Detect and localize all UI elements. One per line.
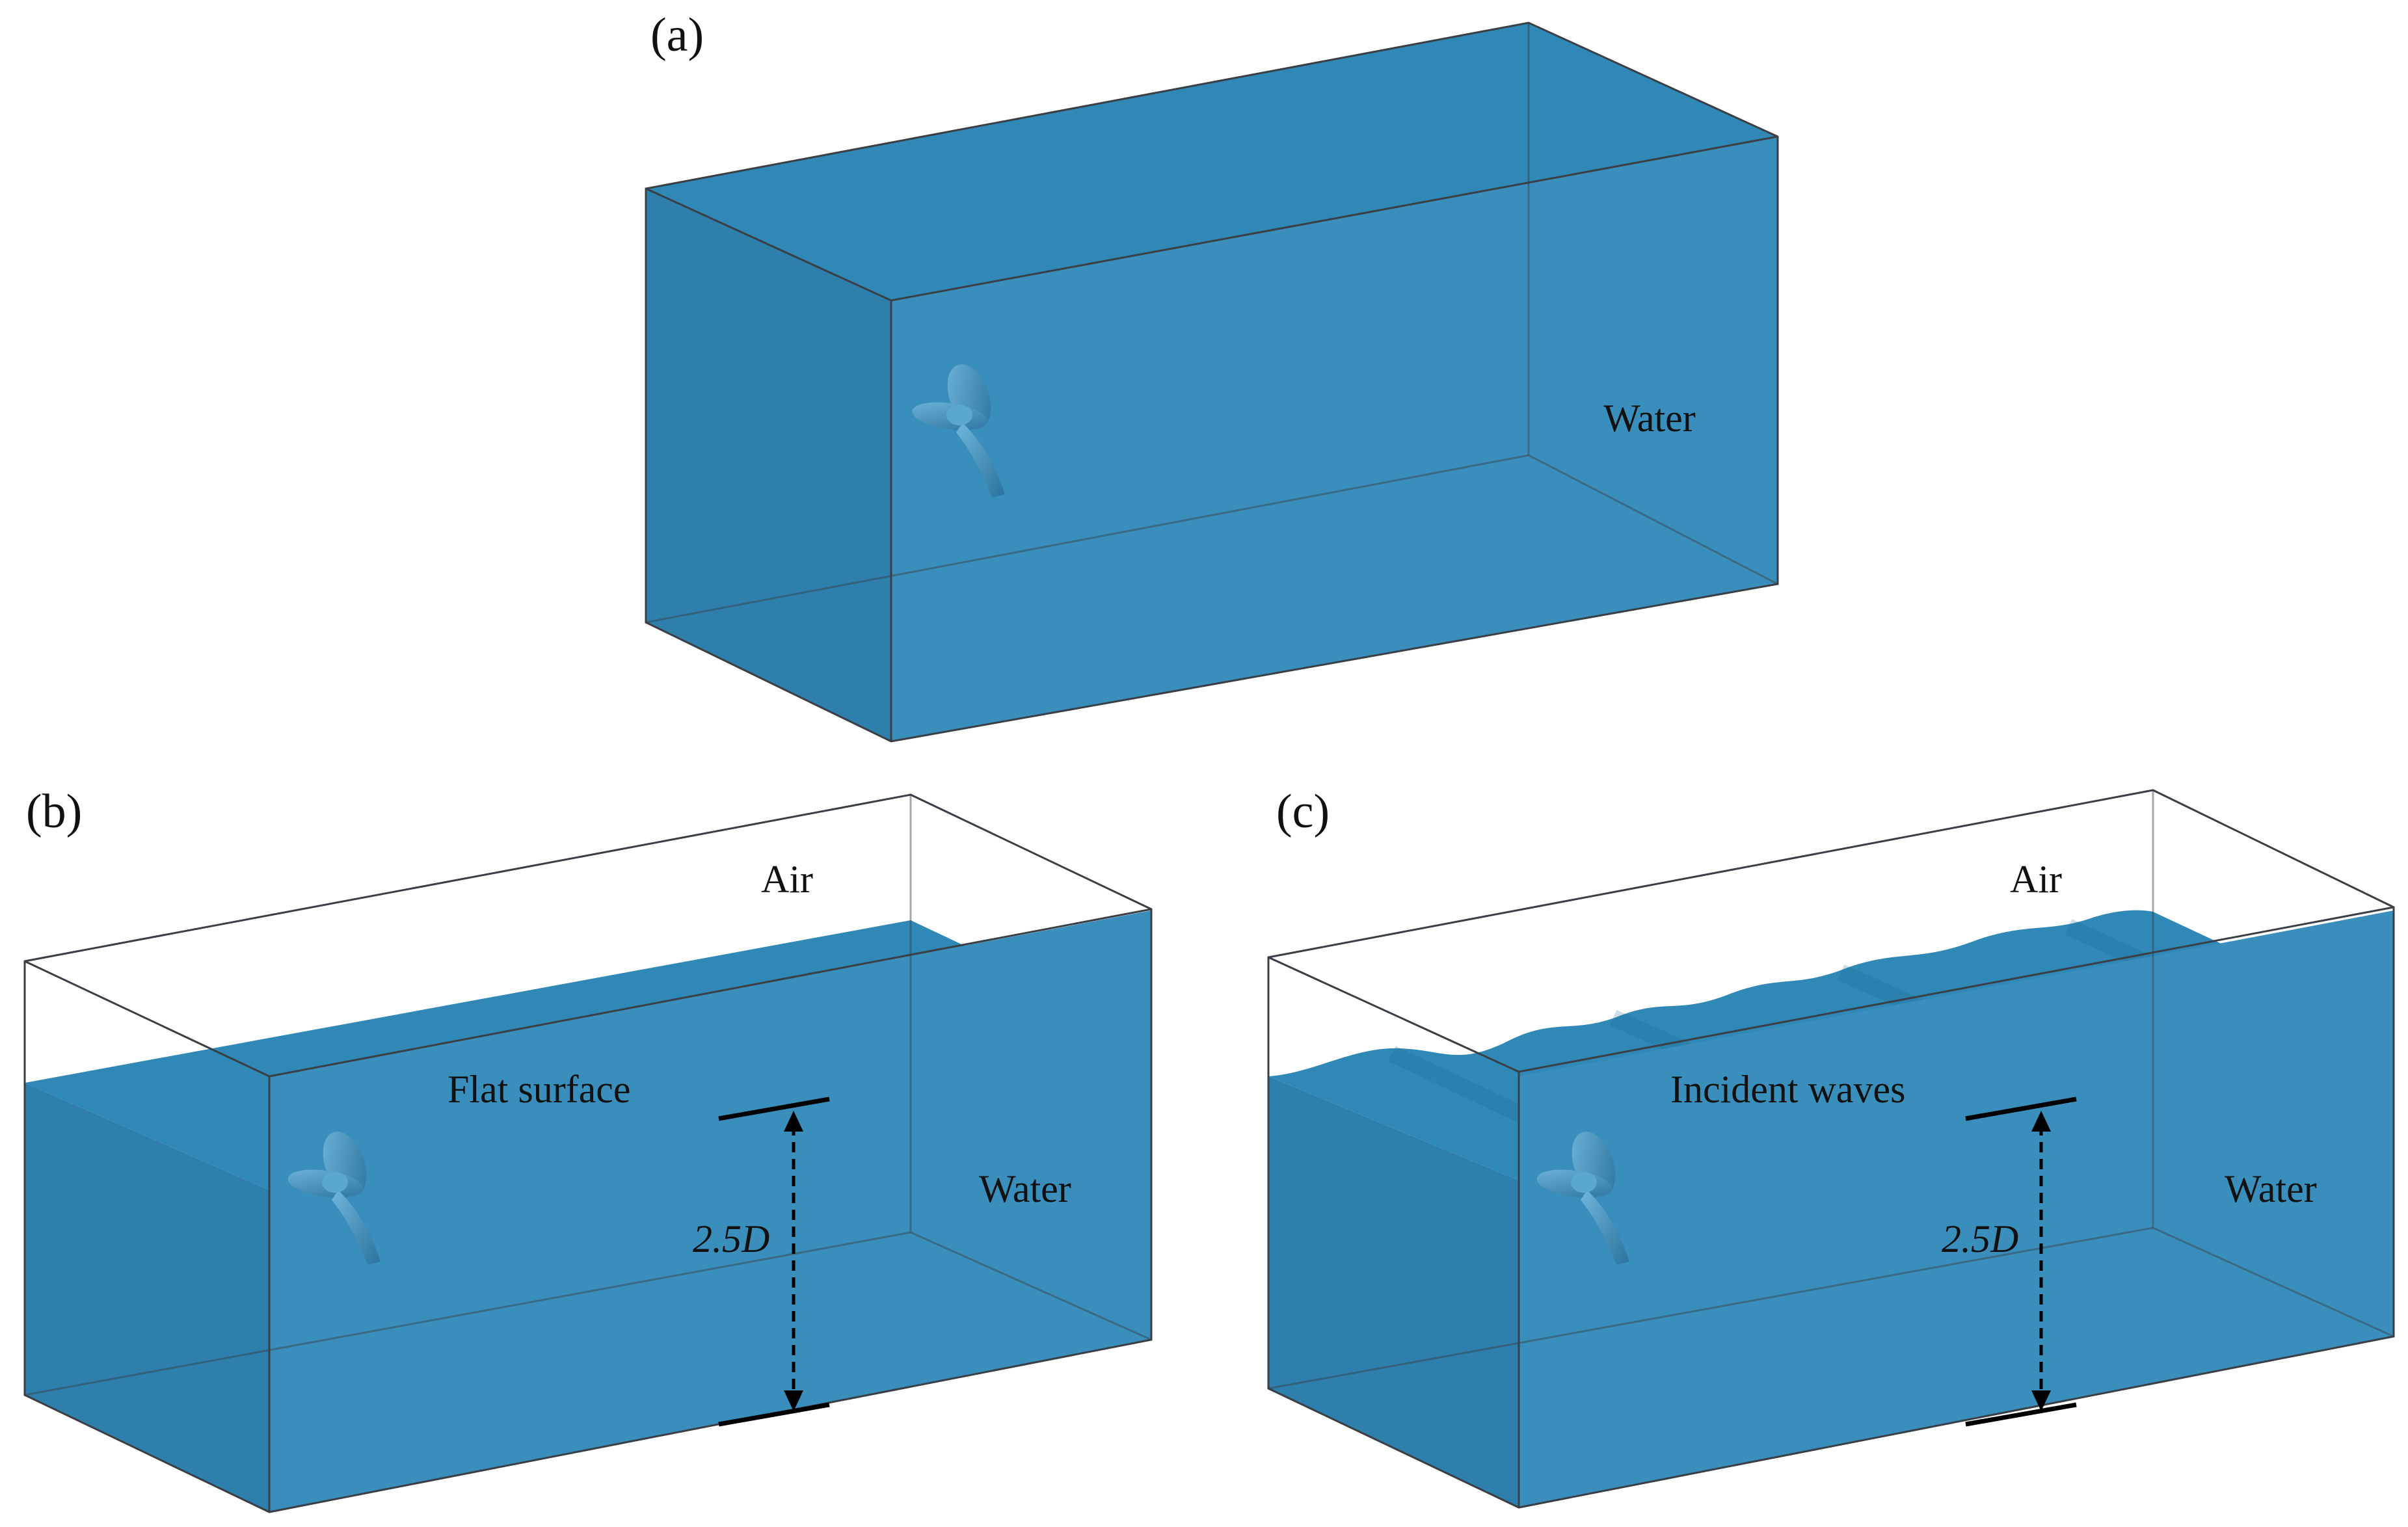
panel-c-depth-top-bar <box>1965 1096 2077 1121</box>
panel-c-depth-bottom-bar <box>1965 1402 2077 1427</box>
panel-b-arrow-head-up <box>784 1111 803 1132</box>
panel-a-tag: (a) <box>650 8 704 62</box>
panel-c-arrow-head-up <box>2031 1111 2051 1132</box>
panel-c-water-label: Water <box>2225 1167 2317 1210</box>
panel-b-water-front-upper <box>269 910 1151 1190</box>
panel-c-surface-label: Incident waves <box>1670 1068 1906 1111</box>
panel-a-hidden-bottom-edge <box>645 454 1529 624</box>
panel-c-outline <box>1267 789 2395 1509</box>
panel-b-depth-label: 2.5D <box>693 1217 769 1260</box>
panel-a-water-label: Water <box>1603 397 1696 440</box>
panel-c-water-front <box>1519 910 2394 1507</box>
panel-b: (b) Air Flat surface Water 2.5D <box>23 785 1153 1513</box>
panel-a-front-face <box>891 137 1778 741</box>
panel-b-water-front <box>269 1034 1151 1512</box>
panel-b-depth-bottom-bar <box>718 1402 830 1427</box>
panel-a-top-face <box>646 23 1778 300</box>
panel-b-outline <box>23 793 1153 1513</box>
panel-c-hidden-bottom-edge <box>1268 1227 2154 1390</box>
panel-a-outline <box>645 21 1779 743</box>
panel-b-hidden-bottom-edge <box>24 1231 911 1396</box>
panel-b-hidden-edges <box>909 795 1152 1341</box>
panel-a: (a) Water <box>645 8 1779 743</box>
panel-c-depth-label: 2.5D <box>1942 1217 2018 1260</box>
panel-b-depth-top-bar <box>718 1096 830 1121</box>
panel-c-arrow-head-down <box>2031 1390 2051 1411</box>
panel-a-side-face <box>646 189 891 741</box>
panel-c-air-label: Air <box>2010 858 2062 901</box>
panel-c: (c) Air Incident waves Water 2.5D <box>1267 785 2395 1509</box>
panel-c-tag: (c) <box>1276 785 1330 838</box>
panel-a-hidden-edges <box>1527 23 1778 585</box>
panel-b-tag: (b) <box>26 785 82 838</box>
panel-b-water-side <box>25 1083 269 1512</box>
panel-b-surface-label: Flat surface <box>448 1068 631 1111</box>
panel-c-hidden-edges <box>2152 790 2394 1338</box>
panel-b-arrow-head-down <box>784 1390 803 1411</box>
panel-b-water-label: Water <box>979 1167 1071 1210</box>
panel-c-water-side <box>1268 1076 1519 1507</box>
panel-b-air-label: Air <box>761 858 813 901</box>
